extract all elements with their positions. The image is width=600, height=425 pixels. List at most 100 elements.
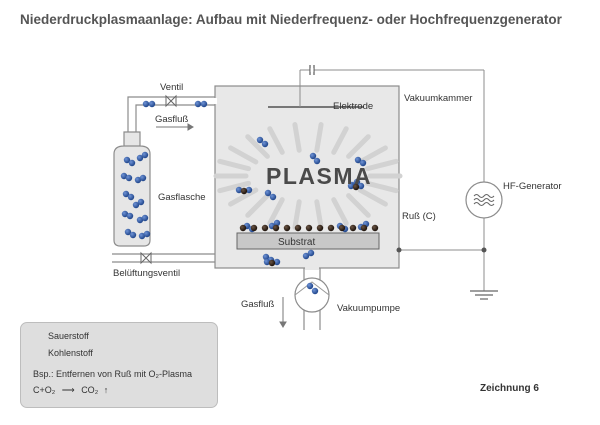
gas-bottle <box>113 131 151 247</box>
plasma-ray <box>364 180 399 194</box>
oxygen-atom <box>128 159 136 167</box>
oxygen-atom <box>123 156 131 164</box>
pump-pipe-gap <box>305 266 319 270</box>
oxygen-atom <box>307 249 315 257</box>
oxygen-atom <box>143 230 151 238</box>
oxygen-atom <box>309 152 317 160</box>
diagram-title: Niederdruckplasmaanlage: Aufbau mit Nied… <box>20 12 562 27</box>
plasma-ray <box>364 158 399 172</box>
soot-layer <box>239 224 379 232</box>
pump-pipe <box>303 268 321 330</box>
carbon-atom <box>240 187 248 195</box>
plasma-ray <box>217 180 252 194</box>
oxygen-atom <box>262 253 270 261</box>
electrode-wiring <box>299 69 485 291</box>
oxygen-atom <box>347 182 355 190</box>
oxygen-atom <box>124 228 132 236</box>
ground-icon <box>470 290 498 300</box>
oxygen-atom <box>200 100 208 108</box>
oxygen-atom <box>306 282 314 290</box>
oxygen-atom <box>273 219 281 227</box>
oxygen-atom <box>194 100 202 108</box>
oxygen-atom <box>142 100 150 108</box>
substrat-plate <box>236 232 380 250</box>
label-vakuumpumpe: Vakuumpumpe <box>337 303 401 314</box>
label-elektrode: Elektrode <box>333 101 374 112</box>
carbon-atom <box>283 224 291 232</box>
pump-rotor <box>294 281 330 296</box>
oxygen-atom <box>302 252 310 260</box>
oxygen-atom <box>138 232 146 240</box>
oxygen-atom <box>273 258 281 266</box>
plasma-ray <box>346 193 371 218</box>
carbon-atom <box>349 224 357 232</box>
label-belueftungsventil: Belüftungsventil <box>113 268 181 279</box>
carbon-atom <box>360 224 368 232</box>
figure-number: Zeichnung 6 <box>480 383 539 394</box>
oxygen-atom <box>127 193 135 201</box>
label-ventil: Ventil <box>160 82 184 93</box>
oxygen-atom <box>148 100 156 108</box>
oxygen-atom <box>125 174 133 182</box>
plasma-ray <box>357 187 388 207</box>
label-gasflasche: Gasflasche <box>158 192 206 203</box>
label-gasfluss-bottom: Gasfluß <box>241 299 275 310</box>
oxygen-atom <box>264 189 272 197</box>
label-gasfluss-top: Gasfluß <box>155 114 189 125</box>
oxygen-atom <box>357 182 365 190</box>
capacitor-icon <box>309 65 315 75</box>
plasma-ray <box>292 199 302 230</box>
legend-kohlenstoff: Kohlenstoff <box>48 348 93 358</box>
plasma-ray <box>357 145 388 165</box>
carbon-atom <box>316 224 324 232</box>
plasma-rays <box>213 122 403 230</box>
carbon-atom <box>294 224 302 232</box>
oxygen-atom <box>136 154 144 162</box>
oxygen-atom <box>256 136 264 144</box>
oxygen-atom <box>269 193 277 201</box>
oxygen-atom <box>139 174 147 182</box>
oxygen-atom <box>126 212 134 220</box>
oxygen-atom <box>132 201 140 209</box>
oxygen-atom <box>313 157 321 165</box>
plasma-ray <box>314 122 324 153</box>
junction-dot <box>481 247 487 253</box>
oxygen-atom <box>353 178 361 186</box>
oxygen-atom <box>354 156 362 164</box>
gasfluss-arrow-top <box>156 123 194 131</box>
ventilation-valve-icon <box>140 251 152 265</box>
label-substrat: Substrat <box>278 237 316 248</box>
gasfluss-arrow-bottom <box>279 297 287 328</box>
equation-reactants: C+O₂ <box>33 385 56 395</box>
valve-icon <box>165 94 177 108</box>
oxygen-atom <box>261 140 269 148</box>
reaction-arrow-icon: ⟶ <box>61 385 75 395</box>
legend-example: Bsp.: Entfernen von Ruß mit O₂-Plasma <box>33 369 193 379</box>
plasma-ray <box>267 197 285 226</box>
label-hf-generator: HF-Generator <box>503 181 562 192</box>
legend-sauerstoff: Sauerstoff <box>48 331 89 341</box>
legend-box: Sauerstoff Kohlenstoff Bsp.: Entfernen v… <box>20 322 218 408</box>
carbon-atom <box>352 183 360 191</box>
plasma-ray <box>228 187 259 207</box>
equation-product: CO₂ <box>81 385 99 395</box>
junction-dot <box>396 247 402 253</box>
plasma-ray <box>217 158 252 172</box>
carbon-atom <box>272 224 280 232</box>
oxygen-atom <box>235 186 243 194</box>
oxygen-atom <box>122 190 130 198</box>
chamber-inlet-opening <box>213 98 217 104</box>
ventilation-line <box>112 253 215 263</box>
carbon-atom <box>305 224 313 232</box>
oxygen-atom <box>136 216 144 224</box>
plasma-ray <box>331 126 349 155</box>
oxygen-atom <box>141 214 149 222</box>
plasma-ray <box>292 122 302 153</box>
legend-equation: C+O₂ ⟶ CO₂ ↑ <box>33 385 108 396</box>
carbon-atom <box>239 224 247 232</box>
carbon-atom <box>338 224 346 232</box>
carbon-atom <box>371 224 379 232</box>
label-russ: Ruß (C) <box>402 211 436 222</box>
oxygen-atom <box>120 172 128 180</box>
oxygen-atom <box>359 159 367 167</box>
